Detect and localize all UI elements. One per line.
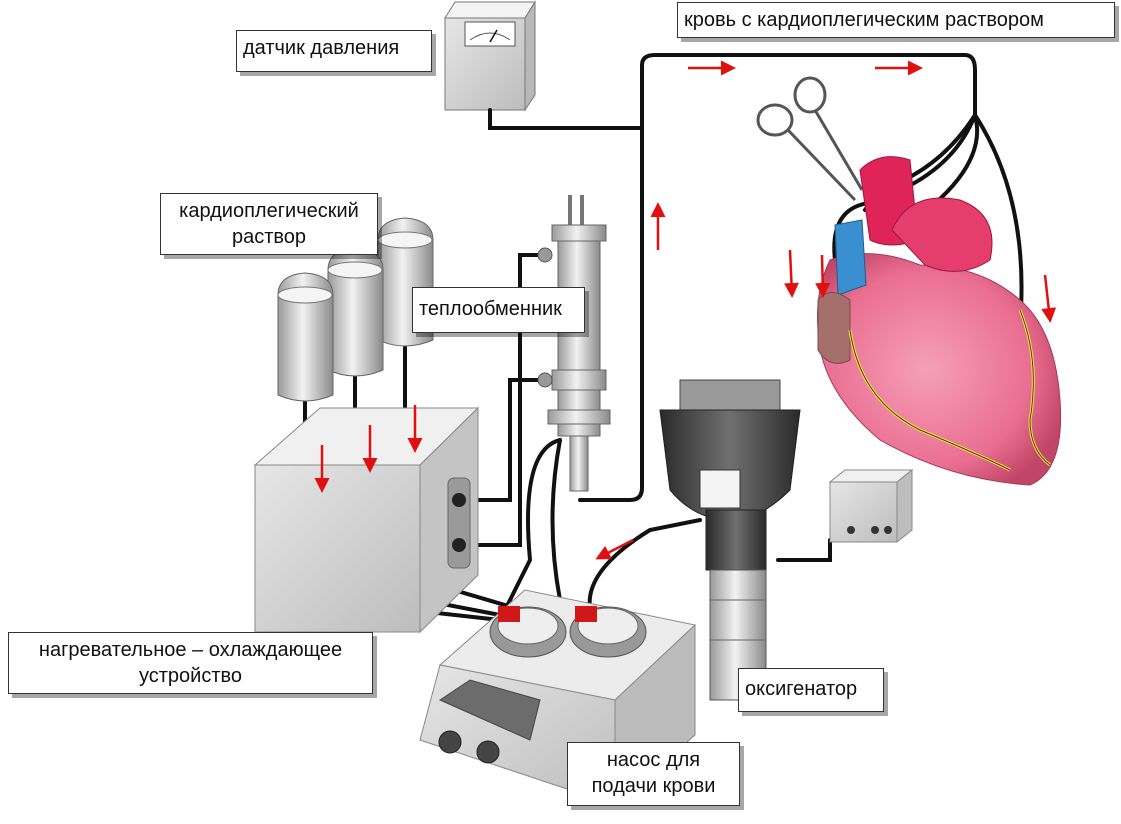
label-heater-cooler-line1: нагревательное – охлаждающее [38, 639, 343, 661]
label-oxygenator: оксигенатор [738, 668, 884, 712]
label-pressure-sensor: датчик давления [236, 30, 432, 72]
clamp-icon [756, 76, 864, 202]
label-heater-cooler-line2: устройство [138, 665, 243, 687]
heater-cooler-unit [253, 406, 480, 634]
label-cardioplegic-solution: кардиоплегический раствор [160, 193, 378, 255]
label-blood-pump-line2: подачи крови [591, 775, 716, 797]
control-box [828, 468, 914, 544]
label-cardioplegic-solution-line1: кардиоплегический [179, 200, 359, 222]
label-blood-pump-line1: насос для [606, 749, 701, 771]
heat-exchanger [537, 195, 611, 492]
label-blood-cardioplegia: кровь с кардиоплегическим раствором [677, 2, 1115, 38]
pressure-sensor [444, 0, 536, 112]
label-heater-cooler: нагревательное – охлаждающее устройство [8, 632, 373, 694]
label-cardioplegic-solution-line2: раствор [231, 226, 307, 248]
label-blood-pump: насос для подачи крови [567, 742, 740, 806]
flow-arrows [314, 60, 1057, 560]
label-heat-exchanger: теплообменник [412, 287, 585, 333]
